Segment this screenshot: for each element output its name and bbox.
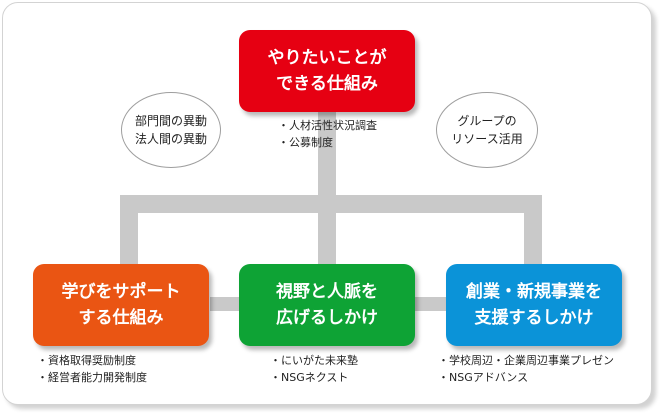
top-box-line-1: やりたいことが xyxy=(267,48,387,68)
network-line-1: 視野と人脈を xyxy=(276,282,378,302)
right-oval-line-1: グループの xyxy=(457,114,517,128)
right-oval-line-2: リソース活用 xyxy=(451,132,523,146)
right-oval: グループの リソース活用 xyxy=(436,92,538,168)
learning-bullet-2: ・経営者能力開発制度 xyxy=(37,371,147,384)
learning-line-1: 学びをサポート xyxy=(61,282,181,302)
startup-bullets: ・学校周辺・企業周辺事業プレゼン ・NSGアドバンス xyxy=(438,352,614,386)
top-bullet-1: ・人材活性状況調査 xyxy=(278,119,377,132)
connector-drop-center xyxy=(318,195,336,270)
left-oval-line-1: 部門間の異動 xyxy=(134,114,207,128)
network-line-2: 広げるしかけ xyxy=(276,308,378,328)
top-box: やりたいことが できる仕組み xyxy=(239,30,415,112)
network-bullet-1: ・にいがた未来塾 xyxy=(270,354,358,367)
learning-bullets: ・資格取得奨励制度 ・経営者能力開発制度 xyxy=(37,352,147,386)
startup-line-2: 支援するしかけ xyxy=(474,308,594,328)
connector-drop-left xyxy=(120,195,138,270)
network-bullets: ・にいがた未来塾 ・NSGネクスト xyxy=(270,352,358,386)
connector-trunk xyxy=(318,112,336,207)
top-box-bullets: ・人材活性状況調査 ・公募制度 xyxy=(278,117,377,151)
bottom-box-network: 視野と人脈を 広げるしかけ xyxy=(239,264,415,346)
learning-line-2: する仕組み xyxy=(78,308,164,328)
startup-bullet-2: ・NSGアドバンス xyxy=(438,371,529,384)
connector-drop-right xyxy=(524,195,542,270)
network-bullet-2: ・NSGネクスト xyxy=(270,371,349,384)
bottom-box-learning: 学びをサポート する仕組み xyxy=(33,264,209,346)
top-box-line-2: できる仕組み xyxy=(276,74,378,94)
top-bullet-2: ・公募制度 xyxy=(278,136,333,149)
startup-bullet-1: ・学校周辺・企業周辺事業プレゼン xyxy=(438,354,614,367)
left-oval: 部門間の異動 法人間の異動 xyxy=(121,92,221,168)
startup-line-1: 創業・新規事業を xyxy=(466,282,602,302)
left-oval-line-2: 法人間の異動 xyxy=(134,132,207,146)
learning-bullet-1: ・資格取得奨励制度 xyxy=(37,354,136,367)
bottom-box-startup: 創業・新規事業を 支援するしかけ xyxy=(446,264,622,346)
